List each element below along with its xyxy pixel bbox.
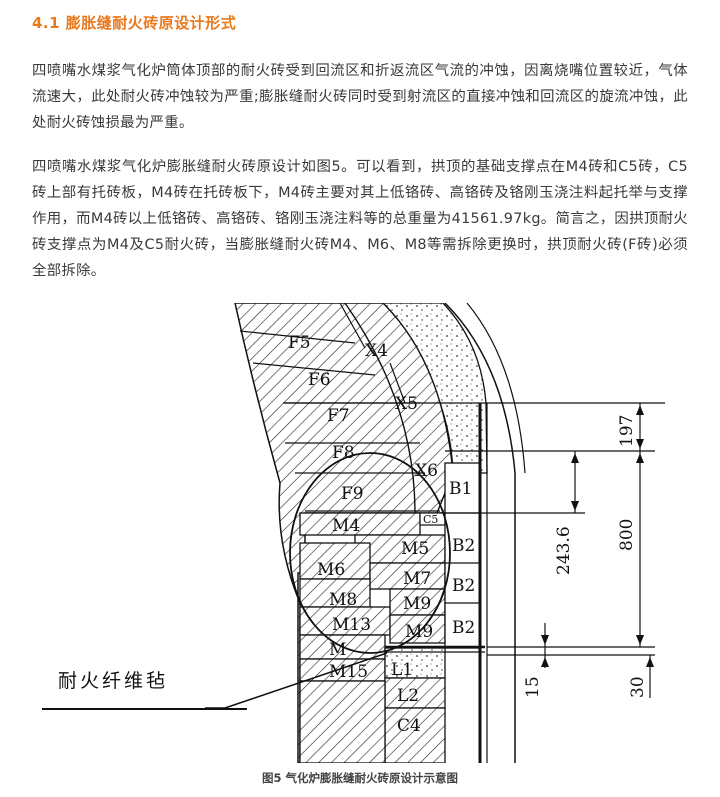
brick-l2 — [384, 677, 446, 709]
dim-15: 15 — [523, 676, 543, 698]
label-m9b: M9 — [405, 622, 433, 642]
paragraph-2: 四喷嘴水煤浆气化炉膨胀缝耐火砖原设计如图5。可以看到，拱顶的基础支撑点在M4砖和… — [32, 159, 688, 279]
label-m: M — [329, 640, 346, 660]
brick-lower — [299, 680, 386, 763]
figure-caption: 图5 气化炉膨胀缝耐火砖原设计示意图 — [261, 771, 458, 785]
label-m9a: M9 — [403, 594, 431, 614]
brick-c4 — [384, 707, 446, 763]
label-b2a: B2 — [452, 536, 475, 556]
callout-label: 耐火纤维毡 — [58, 670, 169, 692]
dim-197: 197 — [617, 415, 637, 447]
label-m5: M5 — [401, 539, 429, 559]
label-x6: X6 — [415, 461, 438, 481]
label-m7: M7 — [403, 569, 431, 589]
label-m8: M8 — [329, 590, 357, 610]
brick-m6 — [299, 542, 371, 580]
label-f8: F8 — [332, 443, 355, 463]
dimension-arrows — [541, 405, 654, 667]
label-m6: M6 — [317, 560, 345, 580]
label-f7: F7 — [327, 406, 350, 426]
label-b2b: B2 — [452, 576, 475, 596]
callout-leader — [224, 652, 388, 709]
highlight-circle — [289, 452, 451, 654]
label-x5: X5 — [395, 394, 418, 414]
section-heading: 4.1 膨胀缝耐火砖原设计形式 — [32, 14, 237, 32]
label-f9: F9 — [341, 484, 364, 504]
label-b1: B1 — [449, 479, 472, 499]
label-l2: L2 — [397, 686, 419, 706]
refractory-diagram: F5 X4 F6 F7 X5 F8 X6 F9 M4 C5 M5 M6 M7 M… — [205, 303, 665, 763]
label-b2c: B2 — [452, 618, 475, 638]
dim-243: 243.6 — [554, 526, 574, 575]
label-m15: M15 — [329, 662, 368, 682]
brick-l1 — [384, 647, 446, 679]
brick-m7 — [369, 562, 446, 590]
label-l1: L1 — [391, 660, 413, 680]
brick-m8 — [299, 578, 371, 608]
dim-800: 800 — [617, 519, 637, 551]
callout-underline — [42, 708, 247, 710]
label-f5: F5 — [288, 333, 311, 353]
label-m4: M4 — [332, 516, 360, 536]
label-m13: M13 — [332, 615, 371, 635]
paragraph-1: 四喷嘴水煤浆气化炉筒体顶部的耐火砖受到回流区和折返流区气流的冲蚀，因离烧嘴位置较… — [32, 63, 688, 131]
label-c4: C4 — [397, 716, 421, 736]
figure-5: F5 X4 F6 F7 X5 F8 X6 F9 M4 C5 M5 M6 M7 M… — [205, 303, 675, 767]
label-x4: X4 — [365, 341, 388, 361]
shell-arc-1 — [444, 303, 516, 763]
dim-30: 30 — [628, 676, 648, 698]
label-f6: F6 — [308, 370, 331, 390]
label-c5: C5 — [423, 513, 438, 526]
shell-arc-2 — [466, 303, 526, 474]
